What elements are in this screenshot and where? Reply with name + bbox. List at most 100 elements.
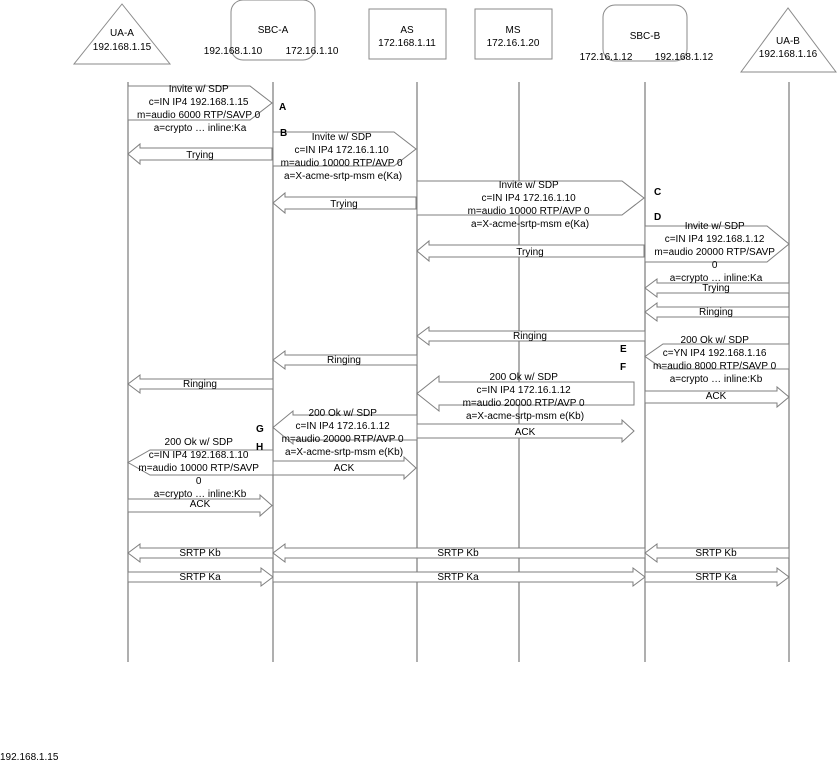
msg-200ok-as-to-sbc-a: 200 Ok w/ SDP c=IN IP4 172.16.1.12 m=aud…	[282, 408, 407, 458]
label-ack-sbc-b-to-ua-b: ACK	[706, 391, 727, 402]
sbc-b-name: SBC-B	[630, 31, 661, 42]
sbc-a-ip-left: 192.168.1.10	[204, 46, 263, 57]
msg-invite-ua-a-to-sbc-a: Invite w/ SDP c=IN IP4 192.168.1.15 m=au…	[137, 84, 263, 134]
arrow-trying-sbc-a-ua-a	[127, 142, 273, 166]
entity-sbc-b: SBC-B 172.16.1.12 192.168.1.12	[580, 4, 714, 63]
as-box	[368, 8, 447, 60]
marker-e: E	[620, 344, 627, 355]
msg-line: 200 Ok w/ SDP	[490, 372, 559, 383]
label-ack-as-to-sbc-b: ACK	[515, 427, 536, 438]
arrow-trying-as-sbc-a	[272, 191, 417, 215]
as-name: AS	[400, 25, 414, 36]
msg-line: m=audio 6000 RTP/SAVP 0	[137, 110, 261, 121]
ms-ip: 172.16.1.20	[487, 38, 540, 49]
msg-line: a=crypto … inline:Ka	[670, 273, 763, 284]
arrow-ack-sbc-a-as	[272, 455, 417, 481]
label-trying-sbc-a-to-ua-a: Trying	[186, 150, 213, 161]
msg-line: Invite w/ SDP	[499, 180, 559, 191]
msg-line: c=IN IP4 192.168.1.12	[665, 234, 765, 245]
arrow-srtp-kb-left	[127, 543, 274, 563]
marker-c: C	[654, 187, 661, 198]
marker-h: H	[256, 442, 263, 453]
ms-name: MS	[506, 25, 521, 36]
arrow-srtp-ka-middle	[272, 567, 646, 587]
msg-line: m=audio 8000 RTP/SAVP 0	[653, 361, 777, 372]
label-ack-sbc-a-to-as: ACK	[334, 463, 355, 474]
msg-line: a=X-acme-srtp-msm e(Kb)	[466, 411, 584, 422]
arrow-srtp-kb-middle	[272, 543, 646, 563]
ua-b-name: UA-B	[776, 36, 800, 47]
msg-line: a=X-acme-srtp-msm e(Ka)	[284, 171, 402, 182]
msg-line: a=crypto … inline:Ka	[154, 123, 247, 134]
msg-line: a=crypto … inline:Kb	[670, 374, 763, 385]
arrow-srtp-ka-right	[644, 567, 790, 587]
msg-line: c=IN IP4 192.168.1.10	[149, 450, 249, 461]
label-srtp-ka-middle: SRTP Ka	[437, 572, 479, 583]
entity-sbc-a: SBC-A 192.168.1.10 172.16.1.10	[204, 0, 339, 61]
msg-line: 200 Ok w/ SDP	[309, 408, 378, 419]
arrow-invite-as-sbc-b	[416, 180, 645, 216]
arrow-ringing-sbc-b-as	[416, 326, 646, 346]
msg-invite-as-to-sbc-b: Invite w/ SDP c=IN IP4 172.16.1.10 m=aud…	[468, 180, 593, 230]
entity-ua-a: UA-A 192.168.1.15	[72, 3, 172, 65]
sbc-a-box	[230, 0, 316, 61]
label-trying-as-to-sbc-a: Trying	[330, 199, 357, 210]
sbc-a-name: SBC-A	[258, 25, 289, 36]
marker-f: F	[620, 362, 626, 373]
arrow-ringing-sbc-a-ua-a	[127, 374, 274, 394]
msg-line: 200 Ok w/ SDP	[165, 437, 234, 448]
msg-line: m=audio 20000 RTP/SAVP	[654, 247, 775, 258]
footer-ip-text: 192.168.1.15	[0, 752, 59, 763]
msg-line: c=IN IP4 172.16.1.12	[295, 421, 390, 432]
msg-line: c=YN IP4 192.168.1.16	[663, 348, 767, 359]
msg-line: m=audio 10000 RTP/AVP 0	[468, 206, 590, 217]
sbc-b-ip-left: 172.16.1.12	[580, 52, 633, 63]
msg-line: a=X-acme-srtp-msm e(Kb)	[285, 447, 403, 458]
arrow-200ok-as-sbc-a	[272, 409, 418, 446]
ua-a-name: UA-A	[110, 28, 134, 39]
msg-200ok-ua-b-to-sbc-b: 200 Ok w/ SDP c=YN IP4 192.168.1.16 m=au…	[653, 335, 779, 385]
arrow-invite-sbc-b-ua-b	[644, 225, 790, 263]
label-srtp-ka-left: SRTP Ka	[179, 572, 221, 583]
arrow-ack-as-sbc-b	[416, 418, 635, 444]
label-ringing-ua-b-to-sbc-b: Ringing	[699, 307, 733, 318]
ms-box	[474, 8, 553, 60]
arrow-200ok-sbc-b-as	[416, 374, 635, 413]
message-arrows	[126, 85, 790, 587]
msg-invite-sbc-a-to-as: Invite w/ SDP c=IN IP4 172.16.1.10 m=aud…	[281, 132, 406, 182]
msg-line: c=IN IP4 172.16.1.10	[481, 193, 576, 204]
msg-line: Invite w/ SDP	[169, 84, 229, 95]
label-trying-sbc-b-to-as: Trying	[516, 247, 543, 258]
label-srtp-kb-right: SRTP Kb	[695, 548, 737, 559]
arrow-ringing-as-sbc-a	[272, 350, 418, 370]
msg-line: c=IN IP4 172.16.1.12	[476, 385, 571, 396]
marker-d: D	[654, 212, 661, 223]
arrow-ack-ua-a-sbc-a	[127, 493, 273, 518]
arrow-srtp-kb-right	[644, 543, 790, 563]
arrow-invite-sbc-a-as	[272, 131, 417, 167]
sbc-a-ip-right: 172.16.1.10	[286, 46, 339, 57]
entity-as: AS 172.168.1.11	[368, 8, 447, 60]
label-srtp-kb-left: SRTP Kb	[179, 548, 221, 559]
msg-line: 200 Ok w/ SDP	[681, 335, 750, 346]
label-srtp-kb-middle: SRTP Kb	[437, 548, 479, 559]
msg-invite-sbc-b-to-ua-b: Invite w/ SDP c=IN IP4 192.168.1.12 m=au…	[654, 221, 777, 284]
arrow-ringing-ua-b-sbc-b	[644, 302, 790, 322]
msg-line: Invite w/ SDP	[312, 132, 372, 143]
msg-line: Invite w/ SDP	[685, 221, 745, 232]
ua-b-ip: 192.168.1.16	[759, 49, 818, 60]
arrow-srtp-ka-left	[127, 567, 274, 587]
msg-line: m=audio 10000 RTP/AVP 0	[281, 158, 403, 169]
msg-line: c=IN IP4 172.16.1.10	[294, 145, 389, 156]
sbc-b-box	[602, 4, 688, 62]
arrow-trying-ua-b-sbc-b	[644, 278, 790, 298]
msg-line: 0	[712, 260, 718, 271]
msg-line: m=audio 20000 RTP/AVP 0	[463, 398, 585, 409]
arrow-trying-sbc-b-as	[416, 239, 645, 263]
msg-line: a=X-acme-srtp-msm e(Ka)	[471, 219, 589, 230]
label-ringing-sbc-a-to-ua-a: Ringing	[183, 379, 217, 390]
as-ip: 172.168.1.11	[378, 38, 436, 49]
msg-line: m=audio 20000 RTP/AVP 0	[282, 434, 404, 445]
ua-a-triangle	[72, 3, 172, 65]
msg-line: m=audio 10000 RTP/SAVP	[138, 463, 259, 474]
